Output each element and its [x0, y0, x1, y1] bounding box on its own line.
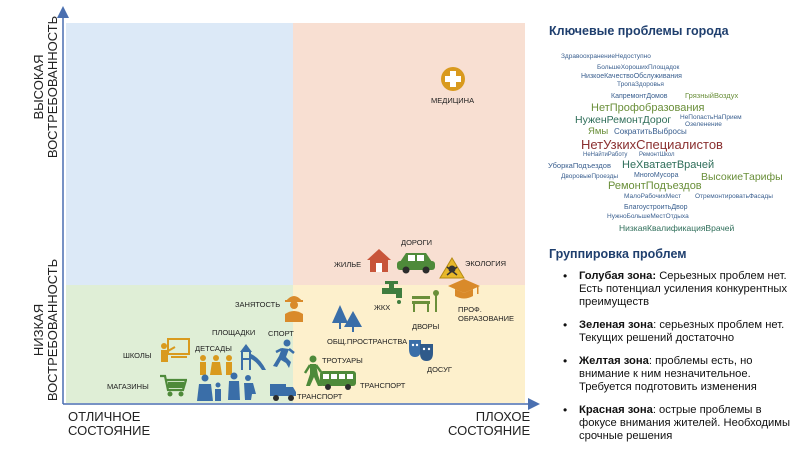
hazard-icon — [439, 257, 465, 279]
cloud-word: ГрязныйВоздух — [685, 91, 739, 100]
cloud-word: ДворовыеПроезды — [561, 173, 619, 180]
label-transport-car: ТРАНСПОРТ — [297, 392, 343, 401]
cloud-word: ТропаЗдоровья — [617, 81, 664, 88]
graduation-cap-icon — [448, 279, 480, 299]
label-transport-bus: ТРАНСПОРТ — [360, 381, 406, 390]
worker-icon — [285, 296, 303, 322]
legend-item-blue: Голубая зона: Серьезных проблем нет. Ест… — [557, 270, 795, 309]
teacher-board-icon — [161, 338, 190, 362]
faucet-icon — [382, 281, 402, 304]
cloud-word: БольшеХорошихПлощадок — [597, 64, 680, 71]
quadrant-red — [293, 23, 525, 285]
label-kindergartens: ДЕТСАДЫ — [195, 344, 232, 353]
label-prof-education: ПРОФ.ОБРАЗОВАНИЕ — [458, 305, 515, 323]
cloud-word: НеНайтиРаботу — [583, 152, 628, 158]
label-public-spaces: ОБЩ.ПРОСТРАНСТВА — [327, 337, 408, 346]
label-roads: ДОРОГИ — [401, 238, 433, 247]
cloud-word: ЗдравоохранениеНедоступно — [561, 53, 651, 60]
theater-masks-icon — [409, 340, 433, 361]
cloud-word: НеПопастьНаПрием — [680, 114, 742, 121]
label-medicine: МЕДИЦИНА — [431, 96, 475, 105]
cloud-word: РемонтШкол — [639, 152, 675, 158]
label-playgrounds: ПЛОЩАДКИ — [212, 328, 256, 337]
car-icon — [397, 253, 435, 274]
word-cloud: ЗдравоохранениеНедоступно БольшеХорошихП… — [547, 46, 800, 246]
label-yards: ДВОРЫ — [412, 322, 440, 331]
cloud-word: НетУзкихСпециалистов — [581, 137, 723, 152]
cloud-word: МногоМусора — [634, 172, 679, 179]
quadrant-blue — [66, 23, 293, 285]
legend-item-yellow: Желтая зона: проблемы есть, но внимание … — [557, 355, 795, 394]
cloud-word: НужноБольшеМестОтдыха — [607, 213, 689, 220]
cloud-word: НетПрофобразования — [591, 102, 705, 114]
trees-icon — [332, 305, 362, 332]
children-icon — [200, 355, 232, 375]
label-sport: СПОРТ — [268, 329, 294, 338]
playground-slide-icon — [240, 344, 266, 370]
axes — [57, 6, 540, 410]
cloud-word: Озеленение — [685, 121, 722, 128]
cloud-word: Ямы — [588, 126, 609, 137]
label-leisure: ДОСУГ — [427, 365, 452, 374]
medical-cross-icon — [441, 67, 465, 91]
people-group-icon — [228, 372, 256, 400]
cloud-word: БлагоустроитьДвор — [624, 204, 688, 211]
bus-icon — [320, 371, 356, 390]
truck-icon — [270, 384, 296, 401]
cloud-word: ОтремонтироватьФасады — [695, 193, 773, 200]
cloud-word: УборкаПодъездов — [548, 161, 611, 170]
house-icon — [367, 249, 391, 272]
label-shops: МАГАЗИНЫ — [107, 382, 149, 391]
cloud-word: НизкоеКачествоОбслуживания — [581, 73, 682, 80]
label-housing: ЖИЛЬЕ — [334, 260, 362, 269]
pedestrian-icon — [303, 355, 323, 386]
runner-icon — [273, 339, 295, 368]
cloud-word: НизкаяКвалификацияВрачей — [619, 223, 735, 233]
cloud-word: ВысокиеТарифы — [701, 171, 783, 183]
label-schools: ШКОЛЫ — [123, 351, 152, 360]
label-zhkh: ЖКХ — [374, 303, 391, 312]
word-cloud-title: Ключевые проблемы города — [549, 24, 729, 38]
cloud-word: РемонтПодъездов — [608, 180, 702, 192]
cloud-word: НуженРемонтДорог — [575, 114, 672, 126]
legend-item-red: Красная зона: острые проблемы в фокусе в… — [557, 404, 795, 443]
label-employment: ЗАНЯТОСТЬ — [235, 300, 281, 309]
cloud-word: МалоРабочихМест — [624, 193, 682, 200]
label-sidewalks: ТРОТУАРЫ — [322, 356, 363, 365]
legend-title: Группировка проблем — [549, 247, 687, 261]
label-ecology: ЭКОЛОГИЯ — [465, 259, 507, 268]
cloud-word: СократитьВыбросы — [614, 127, 687, 136]
cloud-word: НеХватаетВрачей — [622, 159, 715, 171]
shopping-cart-icon — [160, 374, 187, 397]
family-icon — [197, 374, 221, 401]
cloud-word: КапремонтДомов — [611, 93, 668, 100]
bench-icon — [412, 290, 439, 312]
legend-item-green: Зеленая зона: серьезных проблем нет. Тек… — [557, 319, 795, 345]
legend-list: Голубая зона: Серьезных проблем нет. Ест… — [557, 270, 795, 453]
right-panel: Ключевые проблемы города Здравоохранение… — [547, 0, 800, 457]
